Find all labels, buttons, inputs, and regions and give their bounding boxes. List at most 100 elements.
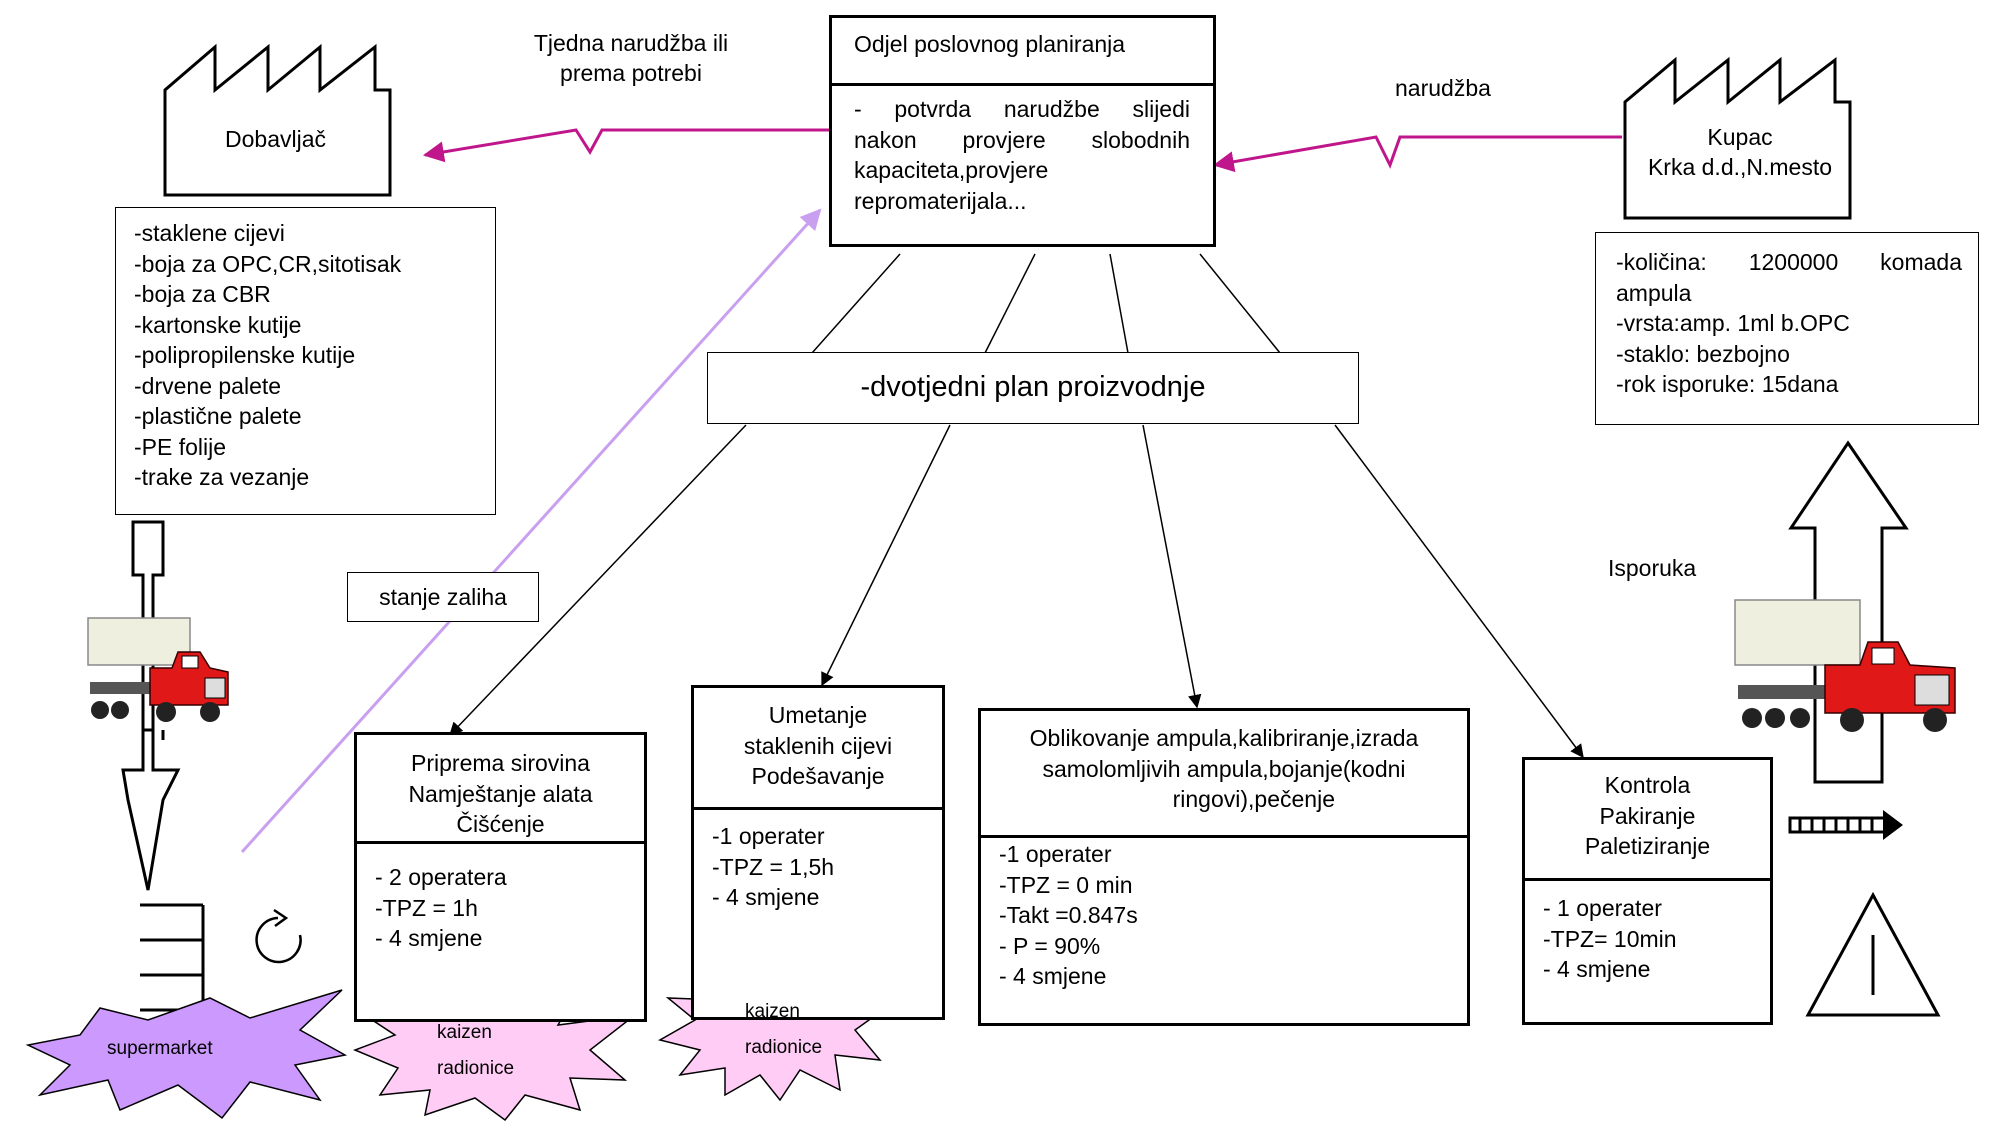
plan-link-2: [984, 253, 1036, 354]
process-3-title-line-1: Oblikovanje ampula,kalibriranje,izrada: [1029, 725, 1419, 751]
process-2-data-line-3: - 4 smjene: [712, 884, 820, 910]
planning-title-section: Odjel poslovnog planiranja: [832, 18, 1213, 86]
material-item: -staklene cijevi: [134, 220, 285, 246]
supplier-name: Dobavljač: [225, 126, 326, 152]
kaizen-2-line-2: radionice: [745, 1037, 823, 1058]
planning-line-3: kapaciteta,provjere: [854, 157, 1049, 183]
process-2-title-line-2: staklenih cijevi: [743, 732, 893, 759]
process-4-data-line-2: -TPZ= 10min: [1543, 925, 1677, 952]
schedule-arrow-3: [1142, 424, 1202, 709]
process-2-data: -1 operater -TPZ = 1,5h - 4 smjene: [694, 810, 942, 913]
supplier-order-label-line-2: prema potrebi: [560, 60, 702, 86]
schedule-arrow-2: [821, 424, 951, 687]
process-1-data-line-2: -TPZ = 1h: [375, 894, 478, 921]
process-4-title-line-3: Paletiziranje: [1584, 833, 1711, 859]
material-item: -polipropilenske kutije: [134, 342, 356, 368]
process-1-data-line-1: - 2 operatera: [375, 864, 507, 890]
process-4-title-section: Kontrola Pakiranje Paletiziranje: [1525, 760, 1770, 881]
process-3-data-line-1: -1 operater: [999, 841, 1112, 867]
material-item: -drvene palete: [134, 372, 282, 399]
process-1-title-line-1: Priprema sirovina: [411, 750, 590, 776]
process-2-data-line-1: -1 operater: [712, 823, 825, 849]
supplier-order-label: Tjedna narudžba ili prema potrebi: [511, 28, 751, 88]
planning-line-4: repromaterijala...: [854, 187, 1027, 214]
supplier-order-arrow: [422, 128, 832, 163]
process-2-title-line-3: Podešavanje: [751, 763, 885, 789]
stock-level-label: stanje zaliha: [379, 584, 507, 610]
process-3-data-line-5: - 4 smjene: [999, 963, 1107, 989]
order-detail-line-2: ampula: [1616, 279, 1692, 306]
plan-link-4: [1199, 253, 1281, 354]
supplier-shipment-down-arrow-icon: [121, 728, 181, 891]
process-box-4: Kontrola Pakiranje Paletiziranje - 1 ope…: [1522, 757, 1773, 1025]
customer-order-arrow: [1212, 135, 1622, 173]
supplier-order-label-line-1: Tjedna narudžba ili: [533, 30, 729, 56]
process-4-data: - 1 operater -TPZ= 10min - 4 smjene: [1525, 881, 1770, 985]
inventory-triangle-icon: [1805, 891, 1941, 1017]
process-box-1: Priprema sirovina Namještanje alata Čišć…: [354, 732, 647, 1022]
customer-name-line-2: Krka d.d.,N.mesto: [1647, 154, 1833, 180]
planning-line-1: - potvrda narudžbe slijedi: [854, 96, 1190, 122]
planning-title: Odjel poslovnog planiranja: [854, 31, 1126, 57]
kaizen-2-line-1: kaizen: [745, 1001, 800, 1022]
process-1-title-line-2: Namještanje alata: [408, 780, 593, 807]
process-box-2: Umetanje staklenih cijevi Podešavanje -1…: [691, 685, 945, 1020]
process-3-data-line-2: -TPZ = 0 min: [999, 871, 1133, 898]
process-3-data-line-3: -Takt =0.847s: [999, 902, 1138, 928]
stock-info-arrow: [240, 208, 822, 854]
process-1-data-line-3: - 4 smjene: [375, 925, 483, 951]
production-plan-box: -dvotjedni plan proizvodnje: [707, 352, 1359, 424]
process-3-title-line-2: samolomljivih ampula,bojanje(kodni: [1042, 755, 1406, 782]
process-3-title-section: Oblikovanje ampula,kalibriranje,izrada s…: [981, 711, 1467, 838]
process-3-title-line-3: ringovi),pečenje: [1172, 786, 1335, 812]
supermarket-label: supermarket: [107, 1038, 213, 1059]
order-detail-line-4: -staklo: bezbojno: [1616, 340, 1790, 367]
plan-link-1: [811, 253, 901, 354]
stock-level-box: stanje zaliha: [347, 572, 539, 622]
process-4-data-line-3: - 4 smjene: [1543, 956, 1651, 982]
customer-name: Kupac Krka d.d.,N.mesto: [1640, 122, 1840, 182]
plan-link-3: [1109, 253, 1129, 354]
schedule-arrow-4: [1334, 424, 1584, 759]
planning-line-2: nakon provjere slobodnih: [854, 126, 1190, 153]
material-item: -trake za vezanje: [134, 464, 310, 490]
process-1-title-line-3: Čišćenje: [456, 811, 545, 837]
process-box-3: Oblikovanje ampula,kalibriranje,izrada s…: [978, 708, 1470, 1026]
process-1-data: - 2 operatera -TPZ = 1h - 4 smjene: [357, 844, 644, 954]
process-2-title-line-1: Umetanje: [768, 702, 868, 728]
customer-order-label: narudžba: [1395, 75, 1491, 101]
material-item: -kartonske kutije: [134, 311, 302, 338]
material-item: -plastične palete: [134, 403, 302, 429]
material-item: -boja za OPC,CR,sitotisak: [134, 250, 402, 277]
process-4-title-line-1: Kontrola: [1604, 772, 1691, 798]
schedule-arrow-1: [449, 424, 747, 736]
customer-truck-icon: [1734, 599, 1956, 732]
process-1-title-section: Priprema sirovina Namještanje alata Čišć…: [357, 735, 644, 844]
material-item: -boja za CBR: [134, 281, 271, 307]
process-4-title-line-2: Pakiranje: [1599, 802, 1696, 829]
process-2-title-section: Umetanje staklenih cijevi Podešavanje: [694, 688, 942, 810]
kaizen-1-line-1: kaizen: [437, 1022, 492, 1043]
supermarket-icon: [140, 903, 205, 1012]
process-3-data: -1 operater -TPZ = 0 min -Takt =0.847s -…: [981, 838, 1467, 992]
customer-factory-icon: [1623, 56, 1852, 220]
order-detail-line-3: -vrsta:amp. 1ml b.OPC: [1616, 310, 1850, 336]
production-plan-label: -dvotjedni plan proizvodnje: [860, 371, 1206, 403]
material-item: -PE folije: [134, 433, 227, 460]
supplier-factory-icon: [163, 43, 392, 197]
order-details-box: -količina: 1200000 komada ampula -vrsta:…: [1595, 232, 1979, 425]
process-2-data-line-2: -TPZ = 1,5h: [712, 853, 835, 880]
order-detail-line-5: -rok isporuke: 15dana: [1616, 371, 1839, 397]
delivery-label: Isporuka: [1608, 555, 1697, 581]
kaizen-1-line-2: radionice: [437, 1058, 515, 1079]
supplier-truck-icon: [87, 617, 229, 722]
push-arrow-icon: [1788, 810, 1903, 840]
process-3-data-line-4: - P = 90%: [999, 932, 1101, 959]
process-4-data-line-1: - 1 operater: [1543, 895, 1662, 921]
order-detail-line-1: -količina: 1200000 komada: [1616, 249, 1962, 275]
supplier-materials-box: -staklene cijevi -boja za OPC,CR,sitotis…: [115, 207, 496, 515]
planning-department-box: Odjel poslovnog planiranja - potvrda nar…: [829, 15, 1216, 247]
cycle-icon: [255, 916, 302, 964]
supermarket-burst-icon: [25, 989, 348, 1120]
customer-name-line-1: Kupac: [1707, 124, 1773, 150]
